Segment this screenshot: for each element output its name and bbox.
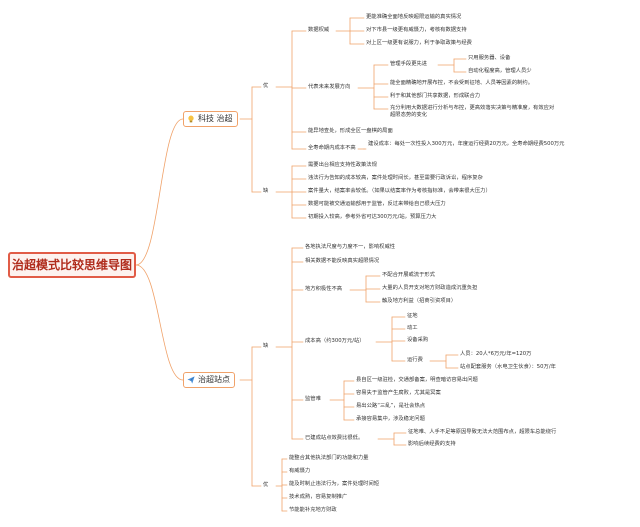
tech-mgmt-item-1: 只用服务器、设备 (468, 55, 511, 61)
station-pro-item-4: 技术成熟，容易复制推广 (289, 494, 348, 500)
tech-future-item-1: 能全面精确地开展布控，不会受到征地、人员等因素的制约。 (390, 80, 534, 86)
tech-con-node[interactable]: 缺 (263, 188, 269, 194)
station-local-item-3: 触及地方利益（招商引资项目） (382, 298, 457, 304)
station-supervise-item-1: 县自区一级驻检，交通部备案，明查暗访容易出问题 (356, 377, 478, 383)
tech-future-item-2: 利于和其他部门共享数据，形成联合力 (390, 93, 481, 99)
station-pro-item-1: 能整合其他执法部门的功能和力量 (289, 455, 369, 461)
station-pro-item-3: 能及时制止违法行为，案件处理时间短 (289, 481, 380, 487)
link-root-tech (135, 118, 184, 266)
station-supervise-item-2: 容易失于监管产生腐败，尤其是冥案 (356, 390, 441, 396)
tech-monitor-item-3: 对上区一级更有说服力，利于争取政策与经费 (366, 40, 472, 46)
station-running-item-2: 站点配套服务（水电卫生伙食）：50万/年 (460, 364, 556, 370)
tech-con-item-1: 需要出台相应支持性政策法规 (308, 162, 377, 168)
station-local-item-2: 大量的人员开支对地方财政造成沉重负担 (382, 285, 478, 291)
root-topic[interactable]: 治超模式比较思维导图 (8, 252, 136, 278)
station-running-node[interactable]: 运行费 (407, 357, 423, 363)
station-con-item-1: 各地执法尺度与力度不一，影响权威性 (305, 244, 396, 250)
station-highcost-item-2: 动工 (407, 325, 418, 331)
station-local-item-1: 不配合开展或流于形式 (382, 272, 435, 278)
station-supervise-node[interactable]: 监管难 (305, 396, 321, 402)
tech-cost-detail: 建设成本：每处一次性投入300万元，年度运行经费20万元，全寿命期经费500万元 (368, 141, 565, 147)
tech-network-node[interactable]: 能异地查处，形成全区一盘棋的局面 (308, 128, 393, 134)
station-local-node[interactable]: 地方积极性不高 (305, 286, 343, 292)
branch-tech-label: 科技 治超 (198, 114, 233, 123)
bulb-icon (188, 115, 194, 123)
tech-monitor-node[interactable]: 数据权威 (308, 27, 330, 33)
station-weak-item-2: 影响后续经费的支持 (408, 441, 456, 447)
tech-con-item-2: 违法行为告知的成本较高，案件处理时间长，甚至需要行政诉讼，程序复杂 (308, 175, 483, 181)
station-con-item-2: 相关数据不能反映真实超限情况 (305, 258, 380, 264)
station-highcost-item-3: 设备采购 (407, 337, 429, 343)
station-pro-item-2: 有威慑力 (289, 468, 311, 474)
tech-future-node[interactable]: 代表未来发展方向 (308, 84, 351, 90)
station-con-node[interactable]: 缺 (263, 343, 269, 349)
tech-cost-node[interactable]: 全寿命期内成本不高 (308, 145, 356, 151)
station-running-item-1: 人员：20人*6万元/年=120万 (460, 351, 532, 357)
tech-con-item-5: 初期投入较高，参考外省可达300万元/站，预算压力大 (308, 214, 437, 220)
tech-monitor-item-1: 更能准确全面地反映超限运输的真实情况 (366, 14, 462, 20)
station-supervise-item-3: 易出公路“三乱”，是社会热点 (356, 403, 426, 409)
branch-tech[interactable]: 科技 治超 (183, 111, 238, 127)
station-supervise-item-4: 承接容易集中，涉及稳定问题 (356, 416, 425, 422)
station-weak-node[interactable]: 已建成站点效费比很低。 (305, 435, 364, 441)
tech-monitor-item-2: 对下市县一级更有威慑力，考核有数据支持 (366, 27, 467, 33)
tech-con-item-4: 数据可能被交通运输部用于监管，反过来带给自己很大压力 (308, 201, 446, 207)
station-weak-item-1: 征地难、人手不足等原因导致无法大范围布点，超限车总能绕行 (408, 429, 557, 435)
branch-station[interactable]: 治超站点 (183, 372, 235, 388)
tech-mgmt-node[interactable]: 管理手段更先进 (390, 61, 428, 67)
link-root-station (135, 264, 184, 381)
branch-station-label: 治超站点 (198, 375, 230, 384)
station-highcost-node[interactable]: 成本高（约300万元/站） (305, 338, 365, 344)
tech-pro-node[interactable]: 优 (263, 83, 269, 89)
tech-future-item-3: 充分利用大数据进行分析与布控，更高效落实决策与精准度，有效应对超限态势的变化 (390, 105, 555, 118)
paper-plane-icon (187, 376, 195, 384)
tech-con-item-3: 案件量大，结案率会较低。（如果以结案率作为考核指标准，会带来很大压力） (308, 188, 491, 194)
station-pro-item-5: 节能能补充地方财政 (289, 507, 337, 513)
tech-mgmt-item-2: 自动化程度高，管理人员少 (468, 68, 532, 74)
station-highcost-item-1: 征地 (407, 313, 418, 319)
station-pro-node[interactable]: 优 (263, 482, 269, 488)
